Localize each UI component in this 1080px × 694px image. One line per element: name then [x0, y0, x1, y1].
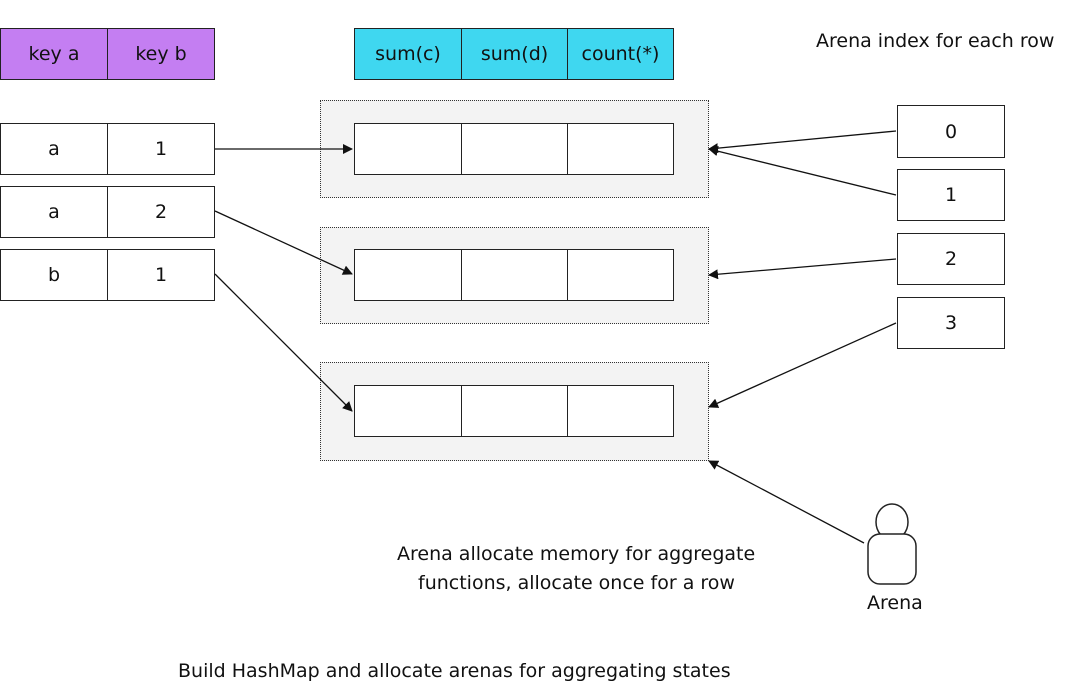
state-slot: [461, 123, 568, 175]
sum-d-header: sum(d): [461, 28, 568, 80]
state-slot: [461, 249, 568, 301]
key-row-2-b: 2: [107, 186, 215, 238]
arrow-index3-to-group3: [708, 322, 897, 408]
arena-label: Arena: [867, 592, 923, 614]
arena-index-2: 2: [897, 233, 1005, 285]
key-row-1-a: a: [0, 123, 108, 175]
sum-c-header: sum(c): [354, 28, 462, 80]
arena-index-3: 3: [897, 297, 1005, 349]
state-slot: [567, 249, 674, 301]
state-slot: [567, 385, 674, 437]
arena-note-line-1: Arena allocate memory for aggregate: [397, 543, 756, 565]
state-slot: [567, 123, 674, 175]
key-row-3-a: b: [0, 249, 108, 301]
state-slot: [354, 123, 462, 175]
state-slot: [354, 249, 462, 301]
arena-index-1: 1: [897, 169, 1005, 221]
arrow-index0-to-group1: [708, 130, 897, 154]
key-row-1-b: 1: [107, 123, 215, 175]
arrow-arena-to-group3: [708, 460, 865, 544]
arrow-index1-to-group1: [708, 146, 897, 196]
state-slot: [461, 385, 568, 437]
person-icon: [867, 503, 917, 585]
arena-index-title: Arena index for each row: [816, 30, 1055, 52]
count-header: count(*): [567, 28, 674, 80]
key-row-3-b: 1: [107, 249, 215, 301]
key-row-2-a: a: [0, 186, 108, 238]
diagram-caption: Build HashMap and allocate arenas for ag…: [178, 660, 731, 682]
key-a-header: key a: [0, 28, 108, 80]
arrow-index2-to-group2: [708, 258, 897, 280]
state-slot: [354, 385, 462, 437]
key-b-header: key b: [107, 28, 215, 80]
arena-note-line-2: functions, allocate once for a row: [418, 572, 735, 594]
arena-index-0: 0: [897, 105, 1005, 158]
